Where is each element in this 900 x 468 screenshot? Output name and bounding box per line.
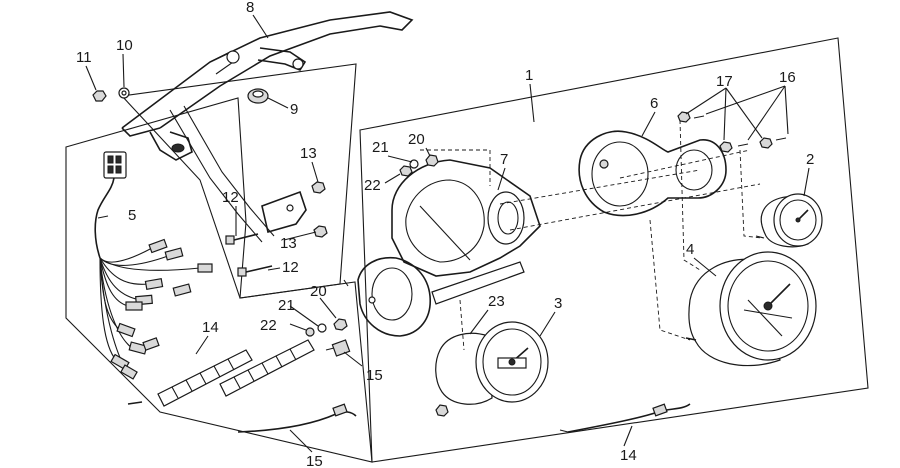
callout-7: 7 [500,151,508,168]
screw-18-c [775,137,787,141]
bush-22-lower [305,327,315,337]
assembly-line-8 [459,299,465,351]
tachometer-cable [237,403,357,433]
callout-21-lower: 21 [278,297,295,314]
callout-2: 2 [806,151,814,168]
callout-21-upper: 21 [372,139,389,156]
screw-lower [237,265,273,277]
callout-10: 10 [116,37,133,54]
washer-21-lower [317,323,327,333]
callout-15: 15 [306,453,323,468]
nut-lower [313,225,328,238]
warning-light-strip-1 [157,349,253,407]
callout-9: 9 [290,101,298,118]
leader-lines [85,14,810,453]
callout-19: 17 [716,73,733,90]
callout-20-lower: 20 [310,283,327,300]
handlebar-bracket [121,11,414,243]
nut-19-b [719,141,733,153]
assembly-line-5 [679,119,701,271]
callout-12-upper: 12 [222,189,239,206]
strip-screw [127,401,143,405]
callout-8: 8 [246,0,254,16]
tachometer [435,321,549,417]
nut-20-upper [425,154,439,167]
callout-14: 14 [620,447,637,464]
callout-17: 15 [366,367,383,384]
callout-1: 1 [525,67,533,84]
nut-19-c [759,137,773,149]
washer-hole [121,90,127,96]
rubber-bush [247,88,269,104]
instrument-cup-lower [357,256,431,337]
warning-light-strip-2 [219,339,315,397]
screw-18-b [737,143,749,147]
bush-22-upper [399,165,413,177]
indicator-gauge [755,193,823,248]
callout-23: 23 [488,293,505,310]
speedometer [685,251,817,367]
callout-5: 5 [128,207,136,224]
callout-18: 16 [779,69,796,86]
callout-13-upper: 13 [300,145,317,162]
nut [92,90,107,102]
callout-13-lower: 13 [280,235,297,252]
screw-18-a [693,115,705,119]
callout-3: 3 [554,295,562,312]
instrument-housing-upper [391,159,541,305]
bulb-holder [325,339,351,357]
callout-labels: 8 10 11 9 1 6 17 16 2 20 21 22 7 13 5 12… [76,0,814,468]
callout-20-upper: 20 [408,131,425,148]
main-assembly-frame [359,37,869,463]
callout-12-lower: 12 [282,259,299,276]
nut-upper [311,181,326,194]
callout-22-lower: 22 [260,317,277,334]
assembly-line-1 [420,149,491,186]
callout-16: 14 [202,319,219,336]
assembly-line-2 [499,169,701,205]
callout-4: 4 [686,241,694,258]
washer-21-upper [409,159,419,169]
speedometer-cable [559,403,691,433]
assembly-line-4 [619,149,751,179]
assembly-line-6 [739,149,763,239]
assembly-line-7 [649,219,691,341]
front-bezel-plate [578,130,727,217]
bracket-frame [120,63,357,299]
callout-22-upper: 22 [364,177,381,194]
callout-11: 11 [76,49,92,66]
screw-upper [225,233,259,245]
harness-frame [65,97,373,463]
assembly-line-3 [509,183,761,231]
callout-6: 6 [650,95,658,112]
wiring-harness [94,151,213,380]
nut-20-lower [333,318,348,331]
